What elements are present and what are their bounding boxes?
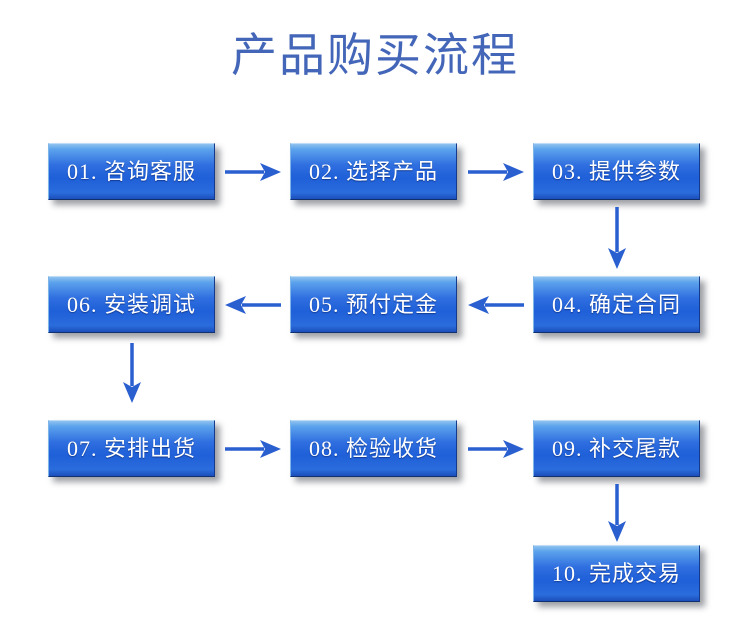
arrow-08-to-09-icon	[467, 438, 525, 460]
flow-box-label: 06. 安装调试	[66, 291, 196, 317]
flow-box-step-07[interactable]: 07. 安排出货	[48, 420, 215, 477]
flow-box-label: 04. 确定合同	[551, 291, 681, 317]
page-title: 产品购买流程	[231, 30, 519, 81]
arrow-09-to-10-icon	[606, 483, 628, 543]
flow-box-label: 08. 检验收货	[308, 435, 438, 461]
flow-box-label: 10. 完成交易	[551, 560, 681, 586]
flow-box-step-05[interactable]: 05. 预付定金	[290, 276, 457, 333]
flow-box-label: 09. 补交尾款	[551, 435, 681, 461]
flow-box-step-06[interactable]: 06. 安装调试	[48, 276, 215, 333]
arrow-06-to-07-icon	[121, 342, 143, 404]
arrow-05-to-06-icon	[224, 294, 282, 316]
flow-box-step-10[interactable]: 10. 完成交易	[533, 545, 700, 602]
flow-box-step-01[interactable]: 01. 咨询客服	[48, 143, 215, 200]
flow-box-label: 03. 提供参数	[551, 158, 681, 184]
arrow-03-to-04-icon	[606, 206, 628, 270]
flow-box-step-04[interactable]: 04. 确定合同	[533, 276, 700, 333]
arrow-04-to-05-icon	[467, 294, 525, 316]
flow-box-step-02[interactable]: 02. 选择产品	[290, 143, 457, 200]
flow-box-step-03[interactable]: 03. 提供参数	[533, 143, 700, 200]
flow-box-label: 01. 咨询客服	[66, 158, 196, 184]
arrow-07-to-08-icon	[224, 438, 282, 460]
flow-box-label: 07. 安排出货	[66, 435, 196, 461]
flow-box-label: 05. 预付定金	[308, 291, 438, 317]
arrow-01-to-02-icon	[224, 161, 282, 183]
flow-box-step-08[interactable]: 08. 检验收货	[290, 420, 457, 477]
flow-box-label: 02. 选择产品	[308, 158, 438, 184]
flow-box-step-09[interactable]: 09. 补交尾款	[533, 420, 700, 477]
arrow-02-to-03-icon	[467, 161, 525, 183]
